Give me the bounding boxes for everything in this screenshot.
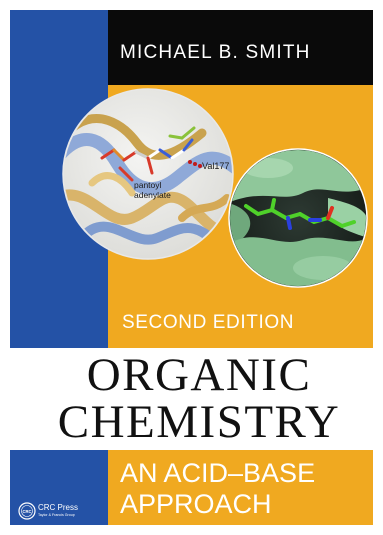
blue-panel-bottom [10,450,108,525]
black-panel-top [108,10,373,85]
book-subtitle-line1: AN ACID–BASE [120,458,316,488]
author-name: MICHAEL B. SMITH [120,42,311,63]
gold-panel-bottom [108,450,373,525]
ligand-label-line1: pantoyl [134,180,162,190]
white-title-band [10,348,373,450]
cover-artwork: MICHAEL B. SMITH [10,10,373,525]
book-title-line2: CHEMISTRY [57,396,341,448]
residue-label: Val177 [202,161,229,171]
book-subtitle-line2: APPROACH [120,489,272,519]
binding-pocket-image [228,148,368,288]
book-title-line1: ORGANIC [86,349,312,401]
protein-structure-image: Val177 pantoyl adenylate [62,88,234,260]
publisher-group: Taylor & Francis Group [38,513,75,517]
crc-press-logo-icon: CRC [18,502,36,520]
publisher-mark: CRC CRC Press Taylor & Francis Group [18,502,108,522]
publisher-name: CRC Press [38,503,79,512]
edition-label: SECOND EDITION [122,312,295,333]
ligand-label-line2: adenylate [134,190,171,200]
publisher-logo-text: CRC [22,509,31,514]
